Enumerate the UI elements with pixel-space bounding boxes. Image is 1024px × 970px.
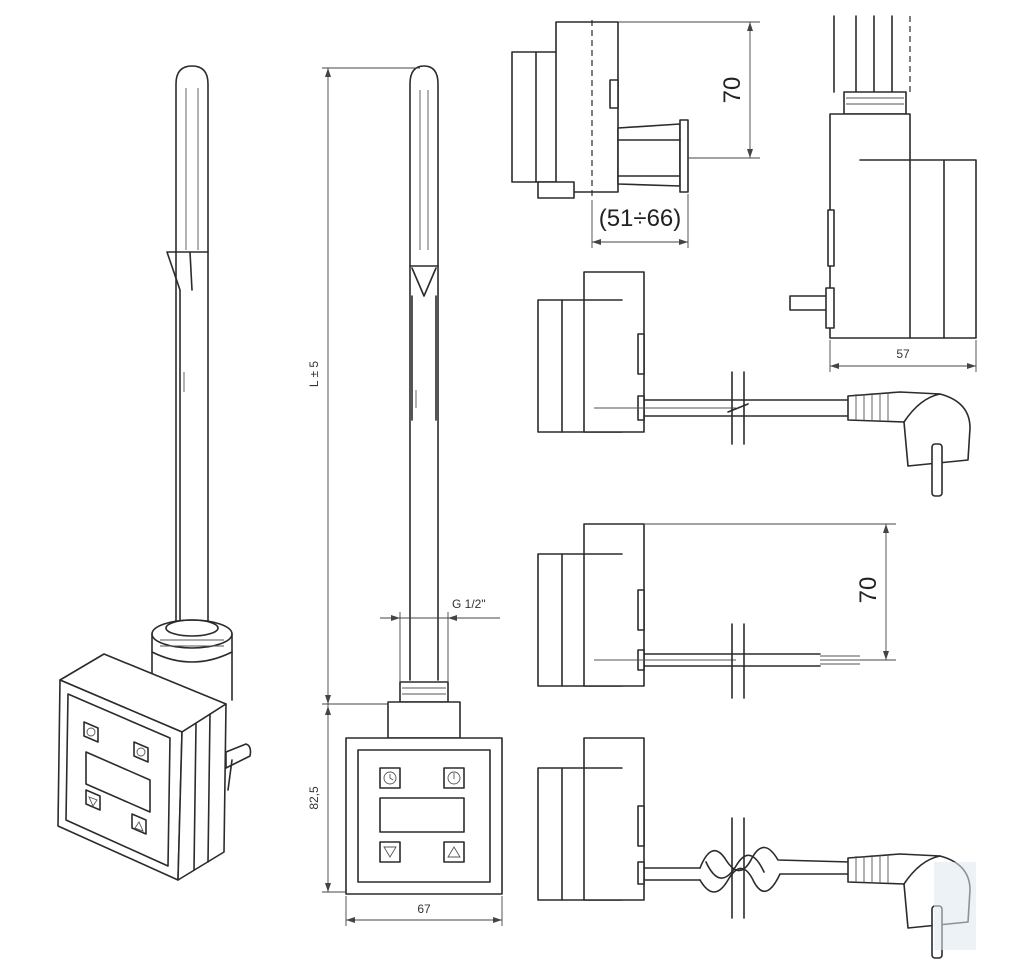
label-height-body: 82,5 [307, 786, 321, 810]
front-control-box [345, 737, 503, 895]
side-body [829, 113, 977, 339]
power-icon [133, 741, 149, 763]
front-nut [399, 681, 449, 703]
front-rod [409, 65, 439, 681]
isometric-heater-view [57, 65, 252, 881]
label-thread: G 1/2" [452, 597, 486, 611]
side-view: 57 [789, 15, 977, 372]
iso-panel [83, 721, 151, 835]
label-depth-range: (51÷66) [599, 205, 682, 232]
power-button [443, 767, 465, 789]
arrow-up-icon [447, 846, 461, 858]
side-thread [843, 91, 907, 115]
front-sleeve [409, 265, 439, 297]
up-button [443, 841, 465, 863]
box-side-face [177, 703, 227, 881]
power-icon [447, 771, 461, 785]
arrow-down-icon [383, 846, 397, 858]
arrow-up-icon [131, 813, 147, 835]
depth-housing [555, 21, 619, 193]
heating-rod [175, 65, 209, 629]
cable-gland [225, 743, 252, 769]
label-side-width: 57 [896, 347, 910, 361]
iso-display [85, 751, 151, 813]
side-gland [789, 295, 831, 311]
threaded-nut [151, 619, 233, 649]
front-neck [387, 701, 461, 739]
timer-button [379, 767, 401, 789]
watermark-logo [934, 862, 976, 950]
variant-plug-straight [537, 271, 971, 497]
front-elevation-view: L ± 5 82,5 67 G 1/2" [307, 65, 503, 926]
clock-icon [383, 771, 397, 785]
label-depth-top: 70 [719, 77, 746, 104]
variant-bare-wires: 70 [537, 523, 896, 699]
label-length: L ± 5 [307, 361, 321, 387]
plug-1 [847, 391, 971, 497]
front-display [379, 797, 465, 833]
label-depth-cable: 70 [855, 577, 882, 604]
sensor-sleeve [166, 251, 209, 621]
depth-detail-view: 70 (51÷66) [511, 20, 760, 248]
down-button [379, 841, 401, 863]
arrow-down-icon [85, 789, 101, 811]
clock-icon [83, 721, 99, 743]
variant-coiled-plug [537, 737, 976, 959]
label-width-body: 67 [417, 902, 431, 916]
